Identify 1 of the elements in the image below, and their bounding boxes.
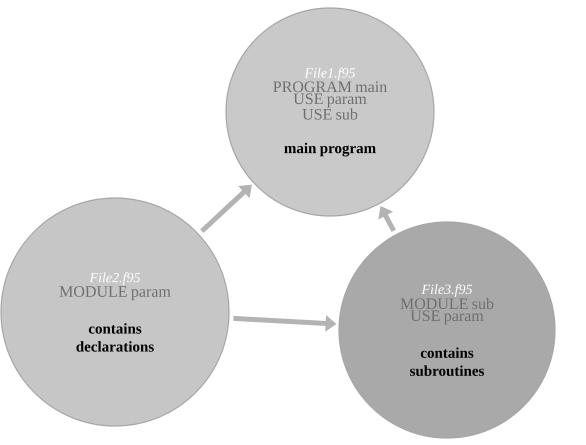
arrow [200,184,252,234]
